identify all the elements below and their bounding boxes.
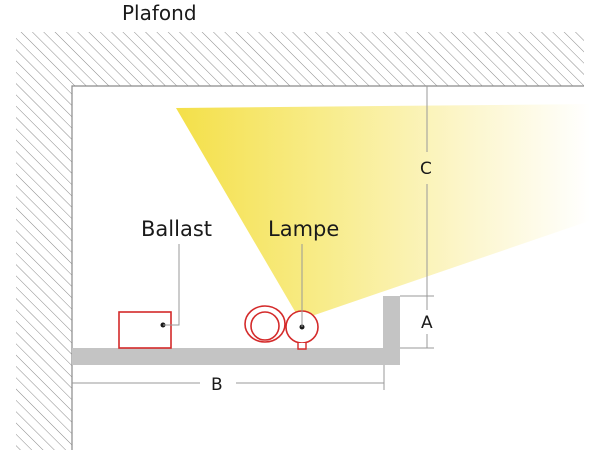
dimension-b-label: B bbox=[211, 375, 223, 395]
ballast-leader bbox=[163, 244, 180, 326]
lamp-fixture bbox=[244, 305, 319, 350]
dimension-b bbox=[72, 365, 385, 390]
ceiling-wall-hatch bbox=[16, 32, 584, 450]
dimension-a bbox=[400, 295, 434, 349]
light-beam bbox=[176, 104, 598, 320]
ballast-label: Ballast bbox=[141, 217, 212, 241]
ballast-box bbox=[118, 311, 172, 349]
dimension-c-label: C bbox=[420, 159, 432, 179]
dimension-a-label: A bbox=[421, 313, 433, 333]
ceiling-label: Plafond bbox=[122, 1, 197, 25]
cove-base bbox=[72, 348, 400, 365]
cove-lip bbox=[383, 296, 400, 365]
lamp-label: Lampe bbox=[268, 217, 339, 241]
